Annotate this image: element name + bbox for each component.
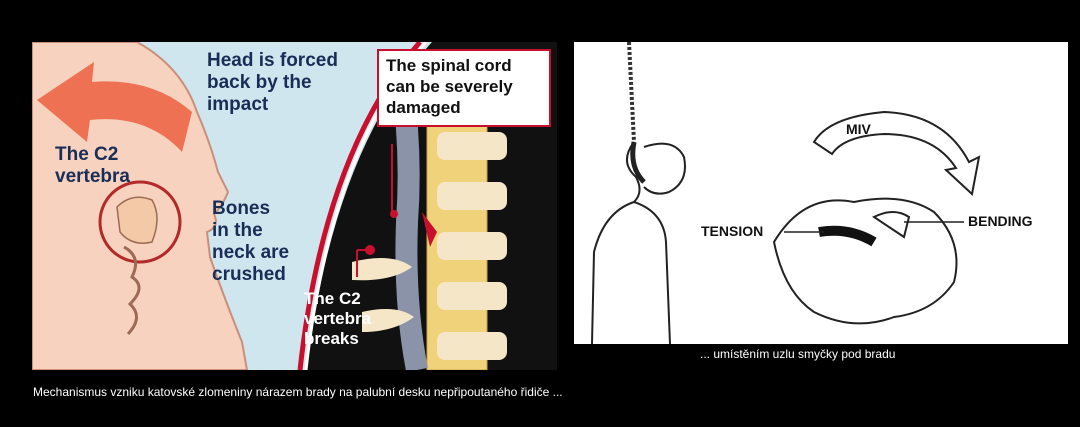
cord-label-line: can be severely	[386, 77, 513, 96]
c2-breaks-line: The C2	[304, 289, 361, 308]
bones-label-line: neck are	[212, 242, 289, 263]
c2-label-line: vertebra	[55, 166, 130, 187]
bones-crushed-label: Bones in the neck are crushed	[212, 198, 294, 285]
bones-label-line: in the	[212, 220, 263, 241]
tension-label: TENSION	[701, 223, 763, 239]
hanging-illustration: MIV TENSION BENDING	[574, 42, 1068, 344]
hanging-caption: ... umístěním uzlu smyčky pod bradu	[700, 347, 960, 361]
miv-arrow	[814, 112, 979, 194]
c2-breaks-line: vertebra	[304, 309, 372, 328]
rope	[629, 42, 634, 142]
whiplash-diagram: Head is forced back by the impact The C2…	[32, 42, 557, 370]
head-label-line: back by the	[207, 72, 312, 93]
skull-closeup	[774, 199, 957, 324]
head-label-line: impact	[207, 94, 269, 115]
c2-vertebra-label: The C2 vertebra	[55, 144, 130, 187]
miv-label: MIV	[846, 121, 872, 137]
whiplash-illustration: Head is forced back by the impact The C2…	[32, 42, 557, 370]
head-label-line: Head is forced	[207, 50, 338, 71]
head-forced-label: Head is forced back by the impact	[207, 50, 343, 115]
cord-label-line: The spinal cord	[386, 56, 512, 75]
fracture-caption: Mechanismus vzniku katovské zlomeniny ná…	[33, 385, 753, 399]
bones-label-line: Bones	[212, 198, 270, 219]
c2-breaks-line: breaks	[304, 329, 359, 348]
cord-label-line: damaged	[386, 98, 461, 117]
c2-label-line: The C2	[55, 144, 118, 165]
bones-label-line: crushed	[212, 264, 286, 285]
bending-label: BENDING	[968, 213, 1033, 229]
hanging-diagram: MIV TENSION BENDING	[574, 42, 1068, 344]
c2-vertebra-shape	[117, 197, 157, 243]
